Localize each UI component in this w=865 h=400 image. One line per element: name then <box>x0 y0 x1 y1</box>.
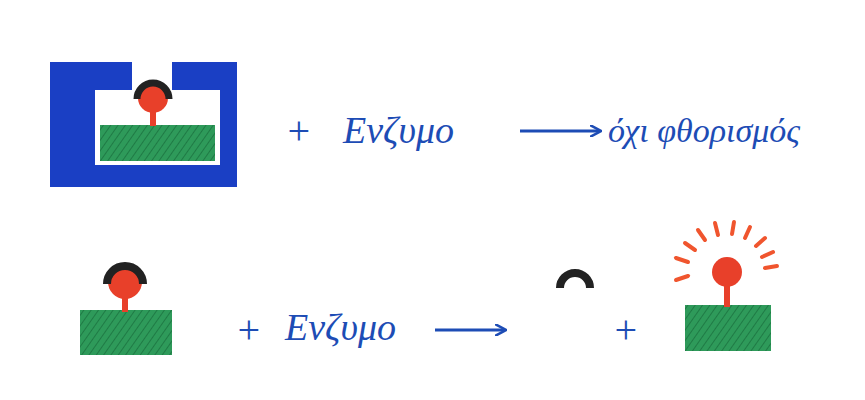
plus-sign: + <box>612 308 639 352</box>
enzyme-label: Ενζυμο <box>285 307 396 349</box>
reaction-arrow <box>435 329 505 332</box>
enzyme-label: Ενζυμο <box>343 110 454 152</box>
quenched-probe <box>80 265 172 355</box>
released-quencher <box>560 273 590 288</box>
plus-sign: + <box>235 308 262 352</box>
plus-sign: + <box>285 109 312 153</box>
caged-probe <box>50 62 237 187</box>
result-label: όχι φθορισμός <box>608 112 800 149</box>
reaction-arrow <box>520 130 600 133</box>
fluorescent-probe <box>676 222 777 351</box>
